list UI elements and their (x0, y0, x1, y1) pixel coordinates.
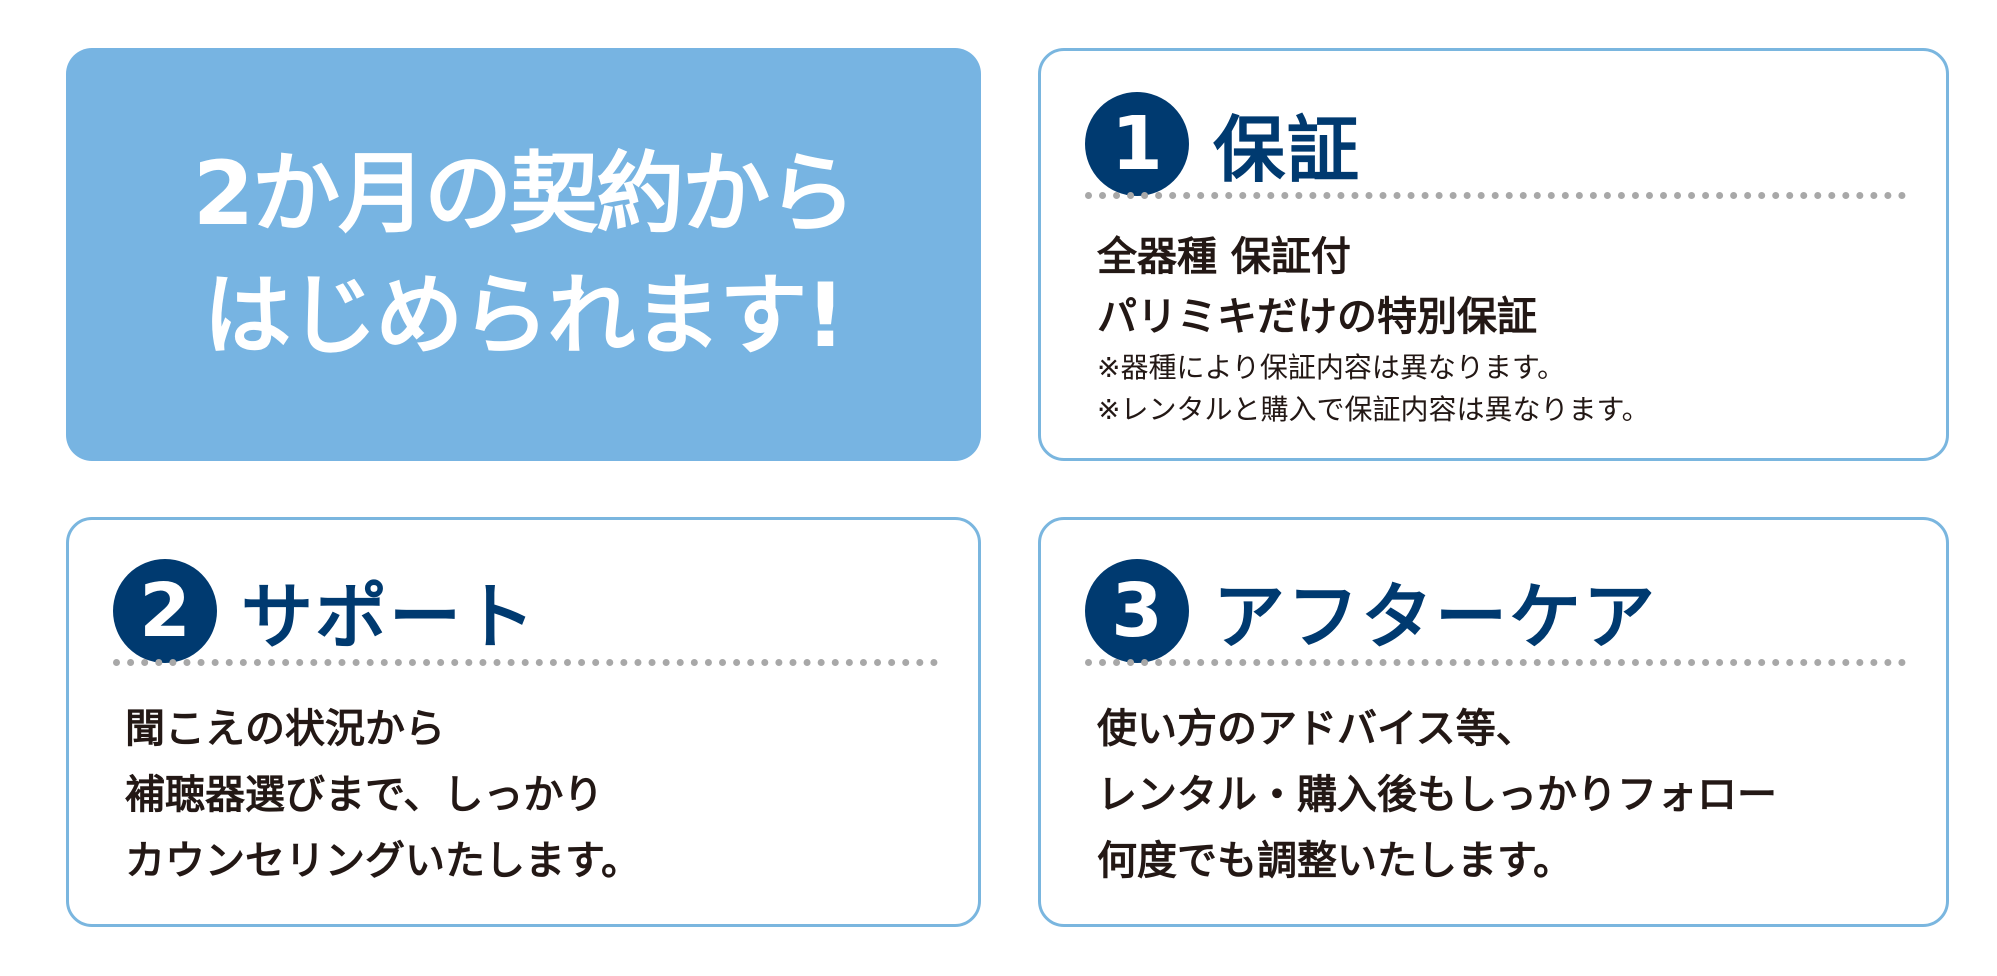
card-header: 1 保証 (1085, 91, 1361, 196)
card-aftercare: 3 アフターケア 使い方のアドバイス等、 レンタル・購入後もしっかりフォロー 何… (1038, 517, 1949, 927)
dotted-divider (1085, 659, 1906, 666)
hero-line: 2か月の契約から (192, 141, 856, 245)
note-line: ※器種により保証内容は異なります。 (1097, 351, 1566, 384)
body-line: カウンセリングいたします。 (125, 838, 641, 884)
card-header: 3 アフターケア (1085, 558, 1657, 663)
card-warranty: 1 保証 全器種 保証付 パリミキだけの特別保証 ※器種により保証内容は異なりま… (1038, 48, 1949, 461)
hero-line: はじめられます! (203, 263, 845, 367)
body-line: 何度でも調整いたします。 (1097, 838, 1573, 884)
number-badge: 3 (1085, 558, 1189, 663)
body-line: 聞こえの状況から (125, 706, 445, 752)
card-body: 聞こえの状況から 補聴器選びまで、しっかり カウンセリングいたします。 (125, 696, 641, 894)
hero-banner: 2か月の契約から はじめられます! (66, 48, 981, 461)
body-line: レンタル・購入後もしっかりフォロー (1097, 772, 1777, 818)
number-badge: 2 (113, 558, 217, 663)
body-line: 使い方のアドバイス等、 (1097, 706, 1536, 752)
card-support: 2 サポート 聞こえの状況から 補聴器選びまで、しっかり カウンセリングいたしま… (66, 517, 981, 927)
card-header: 2 サポート (113, 558, 537, 663)
body-line: 全器種 保証付 (1097, 234, 1351, 280)
body-line: 補聴器選びまで、しっかり (125, 772, 604, 818)
body-line: パリミキだけの特別保証 (1097, 294, 1537, 340)
number-badge: 1 (1085, 91, 1189, 196)
dotted-divider (1085, 192, 1906, 199)
card-body: 使い方のアドバイス等、 レンタル・購入後もしっかりフォロー 何度でも調整いたしま… (1097, 696, 1777, 894)
note-line: ※レンタルと購入で保証内容は異なります。 (1097, 393, 1650, 426)
card-title: アフターケア (1213, 575, 1658, 659)
card-body: 全器種 保証付 パリミキだけの特別保証 ※器種により保証内容は異なります。 ※レ… (1097, 227, 1650, 431)
dotted-divider (113, 659, 938, 666)
hero-text: 2か月の契約から はじめられます! (192, 133, 856, 377)
card-title: 保証 (1213, 108, 1362, 192)
card-title: サポート (241, 575, 538, 659)
